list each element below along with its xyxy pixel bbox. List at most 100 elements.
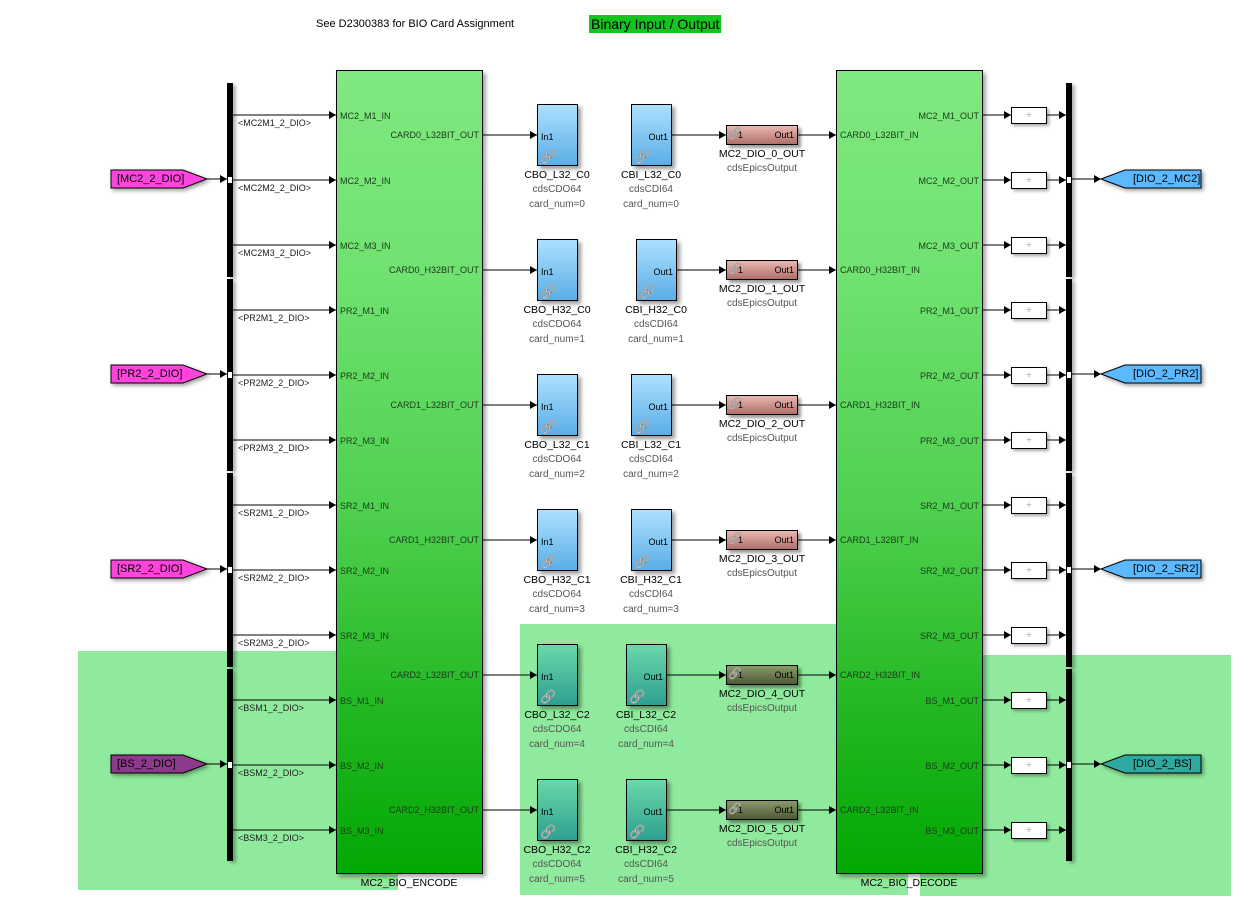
cdo-block-type: cdsCDO64 (532, 184, 582, 195)
arrowhead-icon (829, 671, 836, 679)
cdi-block-param: card_num=4 (618, 739, 674, 750)
arrowhead-icon (329, 306, 336, 314)
arrowhead-icon (530, 536, 537, 544)
arrowhead-icon (1004, 631, 1011, 639)
cdo-block[interactable]: In1🔗 (537, 644, 578, 706)
cdo-block[interactable]: In1🔗 (537, 239, 578, 301)
cdo-port-label: In1 (541, 132, 554, 142)
data-type-conversion-block[interactable]: ÷ (1011, 172, 1047, 189)
from-tag[interactable]: [MC2_2_DIO] (110, 169, 209, 189)
data-type-conversion-block[interactable]: ÷ (1011, 432, 1047, 449)
signal-name-label: <BSM3_2_DIO> (238, 833, 305, 843)
arrowhead-icon (1004, 761, 1011, 769)
epics-in-port-label: 1 (738, 805, 744, 815)
cdi-block[interactable]: Out1🔗 (636, 239, 677, 301)
decode-output-port: PR2_M2_OUT (919, 371, 979, 381)
arrowhead-icon (1094, 370, 1101, 378)
arrowhead-icon (719, 806, 726, 814)
from-tag[interactable]: [SR2_2_DIO] (110, 559, 209, 579)
cdi-block[interactable]: Out1🔗 (631, 374, 672, 436)
cdo-block-name: CBO_H32_C1 (523, 574, 591, 586)
encode-input-port: BS_M3_IN (340, 826, 384, 836)
cdi-block-type: cdsCDI64 (629, 184, 673, 195)
data-type-conversion-block[interactable]: ÷ (1011, 757, 1047, 774)
data-type-conversion-block[interactable]: ÷ (1011, 692, 1047, 709)
cdi-port-label: Out1 (648, 402, 668, 412)
cdi-block-type: cdsCDI64 (624, 724, 668, 735)
epics-in-port-label: 1 (738, 265, 744, 275)
cdo-port-label: In1 (541, 267, 554, 277)
link-icon: 🔗 (629, 689, 646, 704)
cdo-block[interactable]: In1🔗 (537, 779, 578, 841)
data-type-conversion-icon: ÷ (1026, 435, 1032, 445)
data-type-conversion-block[interactable]: ÷ (1011, 822, 1047, 839)
cdi-block[interactable]: Out1🔗 (631, 104, 672, 166)
cdo-port-label: In1 (541, 672, 554, 682)
goto-tag[interactable]: [DIO_2_BS] (1099, 754, 1202, 774)
decode-subsystem[interactable] (836, 70, 983, 874)
data-type-conversion-block[interactable]: ÷ (1011, 107, 1047, 124)
signal-name-label: <PR2M1_2_DIO> (238, 313, 310, 323)
arrowhead-icon (530, 266, 537, 274)
from-tag-label: [PR2_2_DIO] (117, 368, 183, 380)
encode-output-port: CARD2_H32BIT_OUT (388, 805, 479, 815)
goto-tag-label: [DIO_2_BS] (1133, 758, 1192, 770)
data-type-conversion-block[interactable]: ÷ (1011, 562, 1047, 579)
from-tag[interactable]: [PR2_2_DIO] (110, 364, 209, 384)
diagram-title: Binary Input / Output (589, 15, 722, 33)
demux-port-marker (227, 176, 233, 184)
encode-input-port: SR2_M1_IN (340, 501, 390, 511)
epics-output-block[interactable]: 🔗1 Out1 (726, 530, 798, 550)
encode-input-port: PR2_M1_IN (340, 306, 390, 316)
from-tag[interactable]: [BS_2_DIO] (110, 754, 209, 774)
encode-input-port: PR2_M3_IN (340, 436, 390, 446)
cdo-port-label: In1 (541, 537, 554, 547)
epics-block-name: MC2_DIO_1_OUT (718, 283, 806, 295)
encode-output-port: CARD2_L32BIT_OUT (390, 670, 479, 680)
cdo-block[interactable]: In1 🔗 (537, 509, 578, 571)
cdo-block[interactable]: In1🔗 (537, 374, 578, 436)
epics-out-port-label: Out1 (774, 265, 794, 275)
decode-output-port: BS_M3_OUT (925, 826, 979, 836)
data-type-conversion-block[interactable]: ÷ (1011, 367, 1047, 384)
goto-tag[interactable]: [DIO_2_SR2] (1099, 559, 1202, 579)
arrowhead-icon (1004, 241, 1011, 249)
signal-name-label: <PR2M3_2_DIO> (238, 443, 310, 453)
epics-in-port-label: 1 (738, 535, 744, 545)
goto-tag[interactable]: [DIO_2_MC2] (1099, 169, 1202, 189)
link-icon: 🔗 (639, 284, 656, 299)
link-icon: 🔗 (540, 554, 557, 569)
cdi-block[interactable]: Out1🔗 (626, 779, 667, 841)
decode-output-port: PR2_M3_OUT (919, 436, 979, 446)
epics-in-port-label: 1 (738, 670, 744, 680)
signal-name-label: <MC2M2_2_DIO> (238, 183, 312, 193)
encode-subsystem[interactable] (336, 70, 483, 874)
epics-block-name: MC2_DIO_2_OUT (718, 418, 806, 430)
link-icon: 🔗 (728, 533, 742, 545)
encode-output-port: CARD1_H32BIT_OUT (388, 535, 479, 545)
data-type-conversion-icon: ÷ (1026, 500, 1032, 510)
cdo-block[interactable]: In1🔗 (537, 104, 578, 166)
signal-name-label: <PR2M2_2_DIO> (238, 378, 310, 388)
cdo-block-param: card_num=0 (529, 199, 585, 210)
cdi-block[interactable]: Out1 🔗 (626, 644, 667, 706)
arrowhead-icon (1059, 826, 1066, 834)
arrowhead-icon (329, 371, 336, 379)
epics-out-port-label: Out1 (774, 535, 794, 545)
goto-tag[interactable]: [DIO_2_PR2] (1099, 364, 1202, 384)
mux-port-marker (1066, 566, 1072, 574)
cdi-block[interactable]: Out1🔗 (631, 509, 672, 571)
data-type-conversion-block[interactable]: ÷ (1011, 237, 1047, 254)
data-type-conversion-block[interactable]: ÷ (1011, 627, 1047, 644)
cdi-port-label: Out1 (643, 672, 663, 682)
epics-block-name: MC2_DIO_0_OUT (718, 148, 806, 160)
mux-port-marker (1066, 176, 1072, 184)
data-type-conversion-icon: ÷ (1026, 305, 1032, 315)
data-type-conversion-block[interactable]: ÷ (1011, 302, 1047, 319)
data-type-conversion-block[interactable]: ÷ (1011, 497, 1047, 514)
